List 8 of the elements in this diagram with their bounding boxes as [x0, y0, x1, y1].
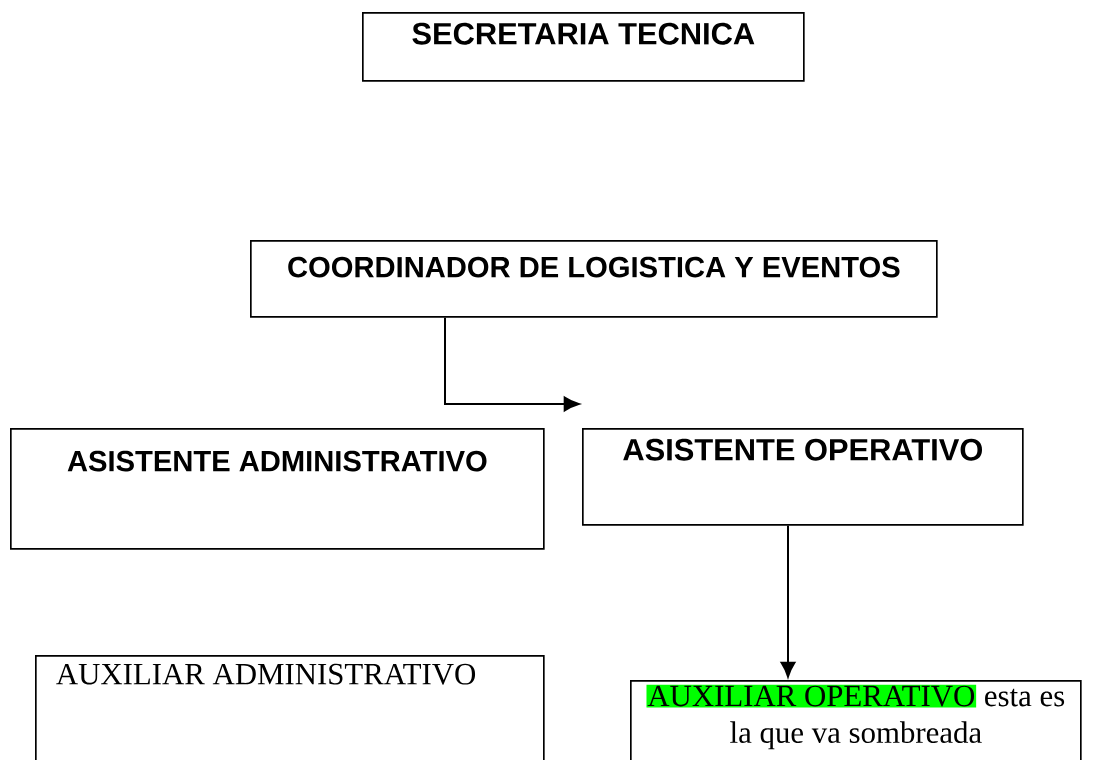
- org-box: COORDINADOR DE LOGISTICA Y EVENTOS: [250, 240, 938, 318]
- arrow: [780, 524, 796, 678]
- arrow: [444, 316, 580, 412]
- org-box: AUXILIAR ADMINISTRATIVO: [35, 655, 545, 760]
- org-box: ASISTENTE OPERATIVO: [582, 428, 1024, 526]
- org-box: SECRETARIA TECNICA: [362, 12, 805, 82]
- org-box: ASISTENTE ADMINISTRATIVO: [10, 428, 545, 550]
- org-box: AUXILIAR OPERATIVO esta es la que va sombreada: [630, 680, 1082, 760]
